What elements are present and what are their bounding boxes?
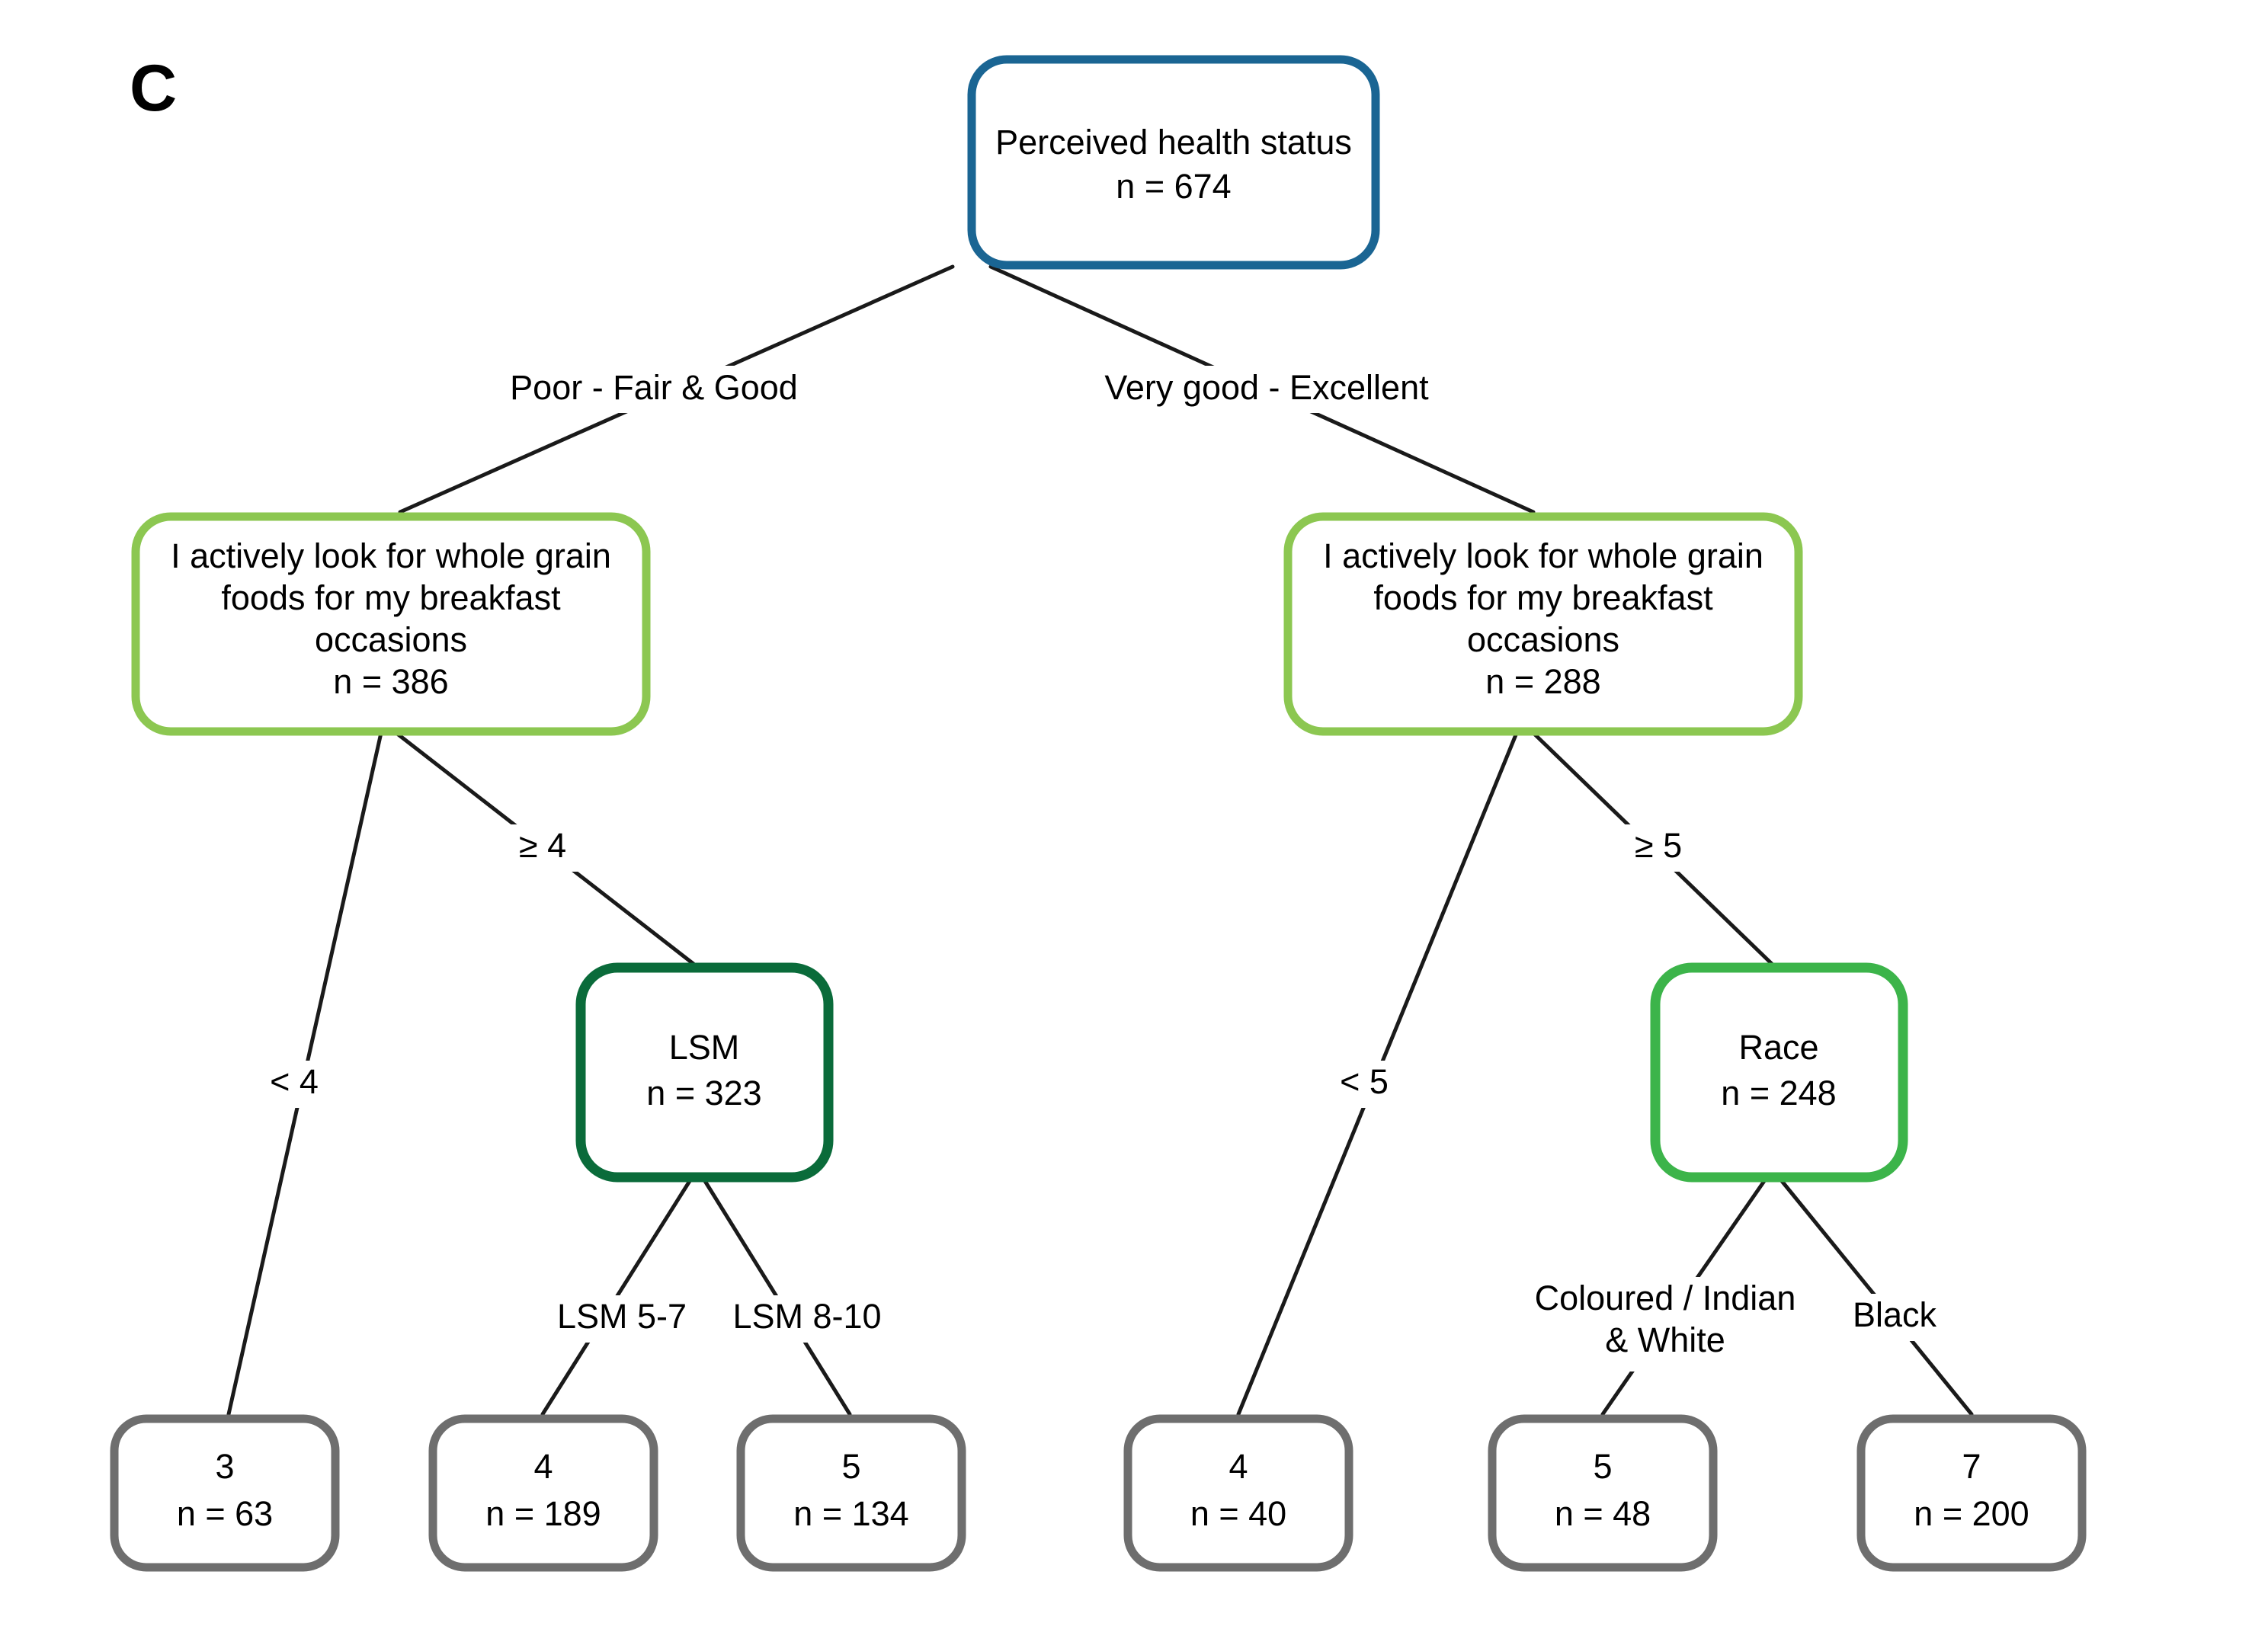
edge-label-bg-lsm810 [709, 1295, 905, 1343]
edge-label-bg-lt5 [1315, 1061, 1413, 1108]
leaf-node-4-40[interactable]: 4 n = 40 [1123, 1414, 1353, 1572]
edge-label-less-than-4: < 4 [270, 1062, 319, 1101]
leaf-4-40-line2: n = 40 [1190, 1494, 1286, 1533]
leaf-node-3[interactable]: 3 n = 63 [110, 1414, 340, 1572]
node-wg-left-line2: foods for my breakfast [221, 578, 561, 617]
leaf-box-7-200[interactable] [1856, 1414, 2087, 1572]
node-wg-left-line1: I actively look for whole grain [171, 536, 611, 575]
node-whole-grain-left[interactable]: I actively look for whole grain foods fo… [131, 512, 651, 736]
node-wg-right-line4: n = 288 [1485, 662, 1600, 701]
leaf-4-189-line2: n = 189 [485, 1494, 601, 1533]
node-lsm-line1: LSM [669, 1028, 740, 1067]
leaf-4-40-line1: 4 [1228, 1447, 1248, 1486]
node-box-root[interactable] [967, 55, 1380, 270]
leaf-node-4-189[interactable]: 4 n = 189 [428, 1414, 658, 1572]
node-lsm[interactable]: LSM n = 323 [575, 962, 834, 1183]
node-box-race[interactable] [1650, 962, 1908, 1183]
leaf-box-5-134[interactable] [736, 1414, 966, 1572]
leaf-3-line2: n = 63 [177, 1494, 273, 1533]
node-wg-right-line3: occasions [1467, 620, 1619, 659]
edge-label-greater-equal-5: ≥ 5 [1635, 826, 1682, 865]
node-root-line1: Perceived health status [995, 123, 1352, 162]
node-root-line2: n = 674 [1116, 167, 1231, 206]
node-wg-left-line3: occasions [315, 620, 467, 659]
edge-label-coloured-indian-white-line2: & White [1605, 1320, 1725, 1359]
leaf-7-200-line2: n = 200 [1914, 1494, 2029, 1533]
edge-label-very-good-excellent: Very good - Excellent [1104, 368, 1429, 407]
edge-label-bg-black [1828, 1294, 1962, 1341]
edge-label-poor-fair-good: Poor - Fair & Good [510, 368, 798, 407]
node-race-line1: Race [1738, 1028, 1818, 1067]
edge-label-bg-ge5 [1610, 824, 1707, 872]
edge-label-lsm-8-10: LSM 8-10 [732, 1297, 881, 1336]
node-box-lsm[interactable] [575, 962, 834, 1183]
leaf-5-134-line2: n = 134 [793, 1494, 908, 1533]
node-wg-right-line1: I actively look for whole grain [1323, 536, 1763, 575]
edge-label-bg-ge4 [494, 824, 591, 872]
edge-label-bg-lt4 [245, 1061, 343, 1108]
node-box-whole-grain-right[interactable] [1283, 512, 1803, 736]
node-wg-right-line2: foods for my breakfast [1373, 578, 1713, 617]
edge-label-less-than-5: < 5 [1340, 1062, 1389, 1101]
leaf-node-5-134[interactable]: 5 n = 134 [736, 1414, 966, 1572]
edge-label-lsm-5-7: LSM 5-7 [557, 1297, 687, 1336]
leaf-4-189-line1: 4 [533, 1447, 553, 1486]
leaf-box-3[interactable] [110, 1414, 340, 1572]
leaf-5-134-line1: 5 [841, 1447, 860, 1486]
edges-layer [226, 264, 1974, 1416]
edge-label-coloured-indian-white-line1: Coloured / Indian [1535, 1279, 1796, 1317]
edge-labels-layer: Poor - Fair & Good Very good - Excellent… [245, 366, 1962, 1372]
node-whole-grain-right[interactable]: I actively look for whole grain foods fo… [1283, 512, 1803, 736]
node-perceived-health-status[interactable]: Perceived health status n = 674 [967, 55, 1380, 270]
node-box-whole-grain-left[interactable] [131, 512, 651, 736]
leaf-5-48-line2: n = 48 [1555, 1494, 1651, 1533]
panel-letter-c: C [130, 52, 177, 125]
node-lsm-line2: n = 323 [646, 1074, 761, 1112]
edge-label-bg-verygood [1099, 366, 1434, 413]
leaf-box-4-189[interactable] [428, 1414, 658, 1572]
node-wg-left-line4: n = 386 [333, 662, 448, 701]
leaf-7-200-line1: 7 [1962, 1447, 1981, 1486]
leaf-node-7-200[interactable]: 7 n = 200 [1856, 1414, 2087, 1572]
leaf-node-5-48[interactable]: 5 n = 48 [1488, 1414, 1718, 1572]
edge-label-bg-poor [494, 366, 814, 413]
edge-label-bg-coloured [1517, 1277, 1814, 1372]
leaf-box-5-48[interactable] [1488, 1414, 1718, 1572]
edge-label-bg-lsm57 [533, 1295, 710, 1343]
leaf-box-4-40[interactable] [1123, 1414, 1353, 1572]
node-race-line2: n = 248 [1721, 1074, 1836, 1112]
edge-label-greater-equal-4: ≥ 4 [519, 826, 566, 865]
edge-label-black: Black [1853, 1295, 1937, 1334]
leaf-3-line1: 3 [215, 1447, 234, 1486]
node-race[interactable]: Race n = 248 [1650, 962, 1908, 1183]
leaf-5-48-line1: 5 [1593, 1447, 1612, 1486]
